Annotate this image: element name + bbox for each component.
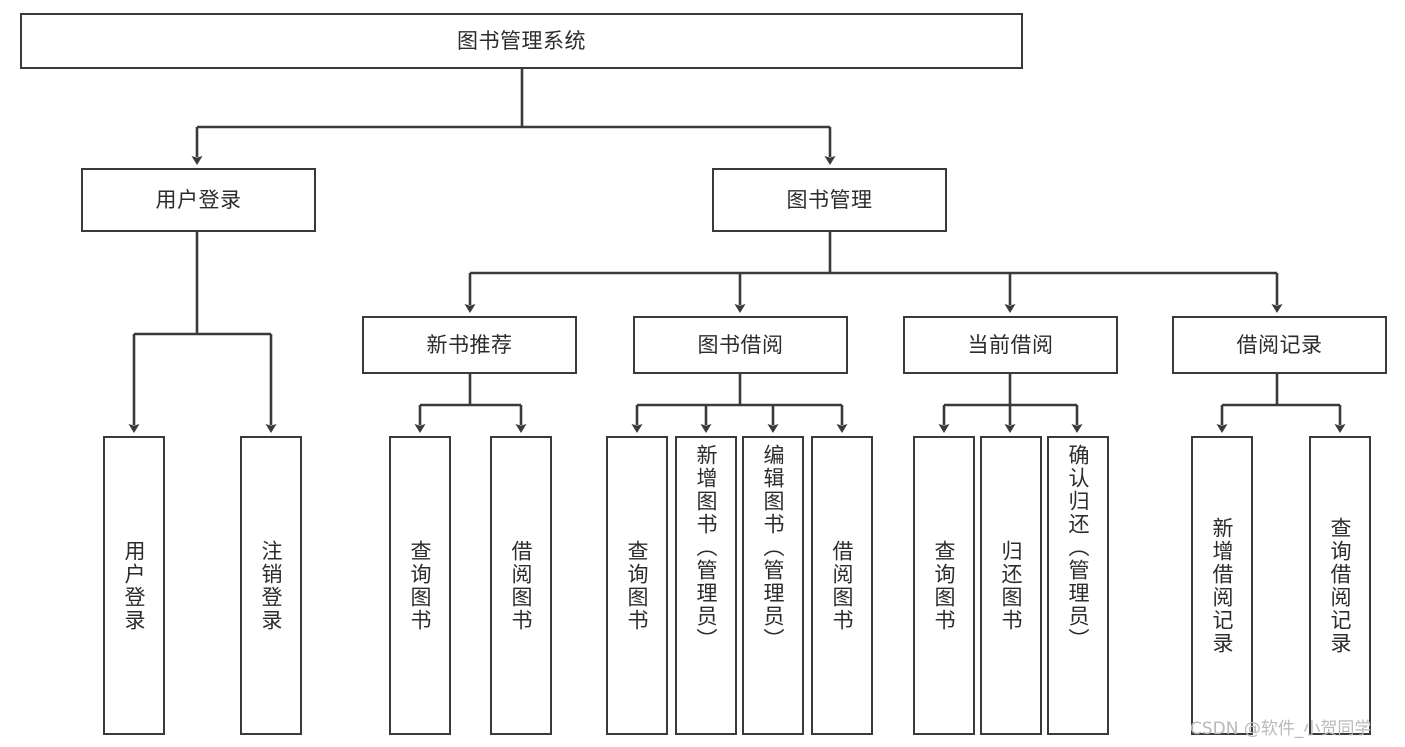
- node-new-book-recommend[interactable]: 新书推荐: [362, 316, 577, 374]
- leaf-user-login-signout-label: 注销登录: [259, 539, 284, 632]
- leaf-borrow-edit-book-label: 编辑图书（管理员）: [761, 444, 786, 651]
- leaf-borrow-query-book-label: 查询图书: [625, 539, 650, 632]
- node-book-borrow-label: 图书借阅: [697, 332, 784, 357]
- leaf-current-query-book[interactable]: 查询图书: [913, 436, 975, 735]
- node-borrow-record[interactable]: 借阅记录: [1172, 316, 1387, 374]
- leaf-borrow-add-book-label: 新增图书（管理员）: [694, 444, 719, 651]
- leaf-borrow-borrow-book-label: 借阅图书: [830, 539, 855, 632]
- leaf-current-confirm-return-label: 确认归还（管理员）: [1066, 444, 1091, 651]
- watermark-text: CSDN @软件_小贺同学: [1190, 719, 1372, 739]
- leaf-user-login-signout[interactable]: 注销登录: [240, 436, 302, 735]
- leaf-current-return-book[interactable]: 归还图书: [980, 436, 1042, 735]
- leaf-new-book-query[interactable]: 查询图书: [389, 436, 451, 735]
- node-book-management-label: 图书管理: [786, 187, 873, 212]
- leaf-borrow-add-book[interactable]: 新增图书（管理员）: [675, 436, 737, 735]
- node-book-borrow[interactable]: 图书借阅: [633, 316, 848, 374]
- node-current-borrow[interactable]: 当前借阅: [903, 316, 1118, 374]
- leaf-user-login-signin[interactable]: 用户登录: [103, 436, 165, 735]
- leaf-current-query-book-label: 查询图书: [932, 539, 957, 632]
- leaf-new-book-borrow[interactable]: 借阅图书: [490, 436, 552, 735]
- node-current-borrow-label: 当前借阅: [967, 332, 1054, 357]
- node-root[interactable]: 图书管理系统: [20, 13, 1023, 69]
- node-new-book-recommend-label: 新书推荐: [426, 332, 513, 357]
- leaf-user-login-signin-label: 用户登录: [122, 539, 147, 632]
- node-user-login-label: 用户登录: [155, 187, 242, 212]
- leaf-record-query-label: 查询借阅记录: [1328, 516, 1353, 655]
- leaf-record-add[interactable]: 新增借阅记录: [1191, 436, 1253, 735]
- leaf-borrow-edit-book[interactable]: 编辑图书（管理员）: [742, 436, 804, 735]
- leaf-new-book-query-label: 查询图书: [408, 539, 433, 632]
- leaf-current-confirm-return[interactable]: 确认归还（管理员）: [1047, 436, 1109, 735]
- leaf-borrow-query-book[interactable]: 查询图书: [606, 436, 668, 735]
- leaf-current-return-book-label: 归还图书: [999, 539, 1024, 632]
- leaf-record-query[interactable]: 查询借阅记录: [1309, 436, 1371, 735]
- leaf-borrow-borrow-book[interactable]: 借阅图书: [811, 436, 873, 735]
- leaf-record-add-label: 新增借阅记录: [1210, 516, 1235, 655]
- node-borrow-record-label: 借阅记录: [1236, 332, 1323, 357]
- node-user-login[interactable]: 用户登录: [81, 168, 316, 232]
- node-root-label: 图书管理系统: [457, 28, 586, 53]
- node-book-management[interactable]: 图书管理: [712, 168, 947, 232]
- leaf-new-book-borrow-label: 借阅图书: [509, 539, 534, 632]
